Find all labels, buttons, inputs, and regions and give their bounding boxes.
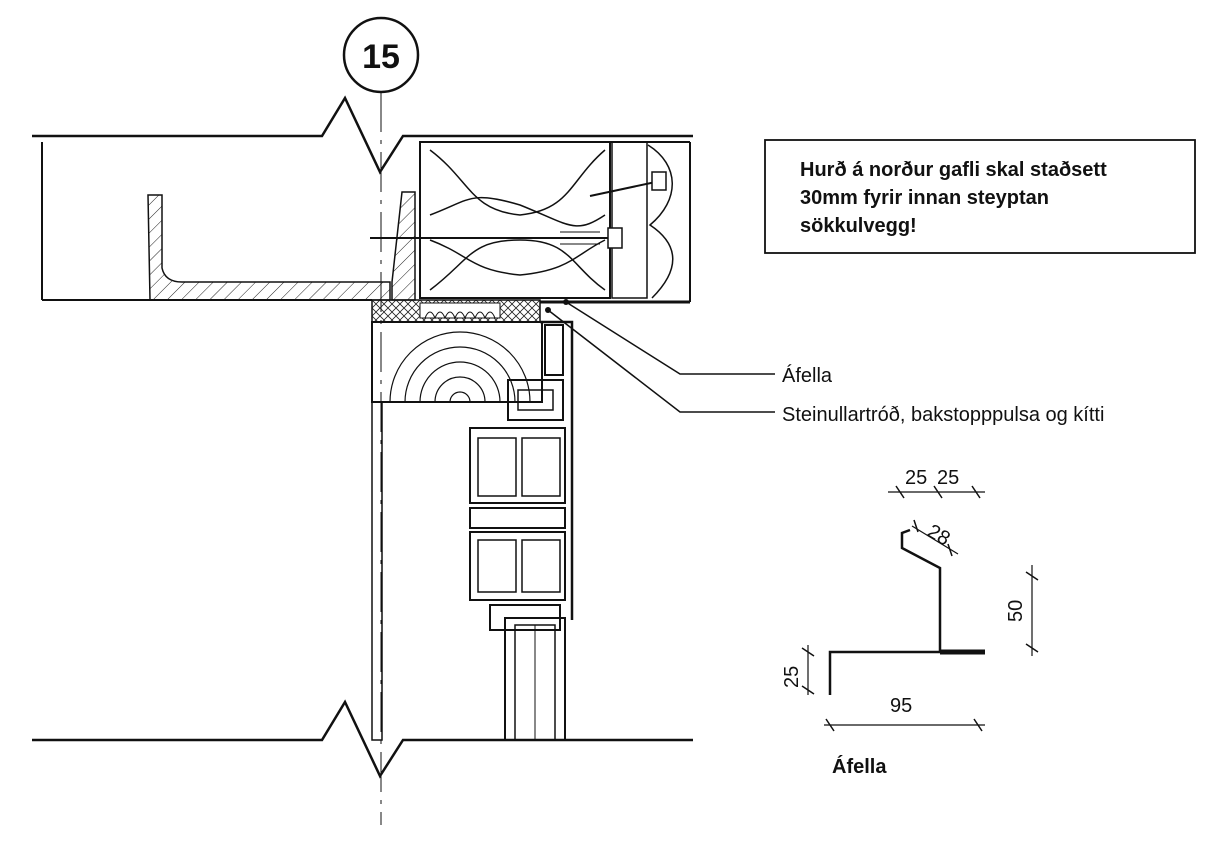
- dim-top-right: 25: [937, 467, 959, 489]
- dim-height: 50: [1005, 600, 1027, 622]
- dim-lip: 25: [781, 666, 803, 688]
- seal-strip: [371, 299, 541, 323]
- aluminium-door-profile: [371, 320, 574, 741]
- foundation-section: [41, 141, 690, 301]
- top-break-line: [32, 95, 693, 175]
- dim-top-left: 25: [905, 467, 927, 489]
- dim-base: 95: [890, 695, 912, 717]
- door-frame-timber: [371, 321, 543, 403]
- steel-channel: [147, 194, 391, 301]
- screw-fixing: [589, 171, 667, 197]
- grid-marker: 15: [342, 16, 420, 825]
- callout-flashing: Áfella: [782, 364, 833, 387]
- flashing-profile: [828, 528, 942, 695]
- anchor-bolt: [370, 227, 623, 249]
- grid-marker-label: 15: [362, 38, 400, 76]
- bottom-break-line: [32, 699, 693, 779]
- note-box: Hurð á norður gafli skal staðsett 30mm f…: [764, 139, 1196, 254]
- callout-seal: Steinullartróð, bakstopppulsa og kítti: [782, 404, 1104, 426]
- flashing-caption: Áfella: [832, 755, 887, 778]
- note-line-2: 30mm fyrir innan steyptan: [800, 187, 1049, 209]
- leader-lines: [545, 299, 775, 413]
- note-line-1: Hurð á norður gafli skal staðsett: [800, 159, 1107, 181]
- flashing-detail: 25 25 28 50 25 95 Áfella: [781, 467, 1039, 778]
- insulation-panel: [419, 141, 691, 304]
- note-line-3: sökkulvegg!: [800, 215, 917, 237]
